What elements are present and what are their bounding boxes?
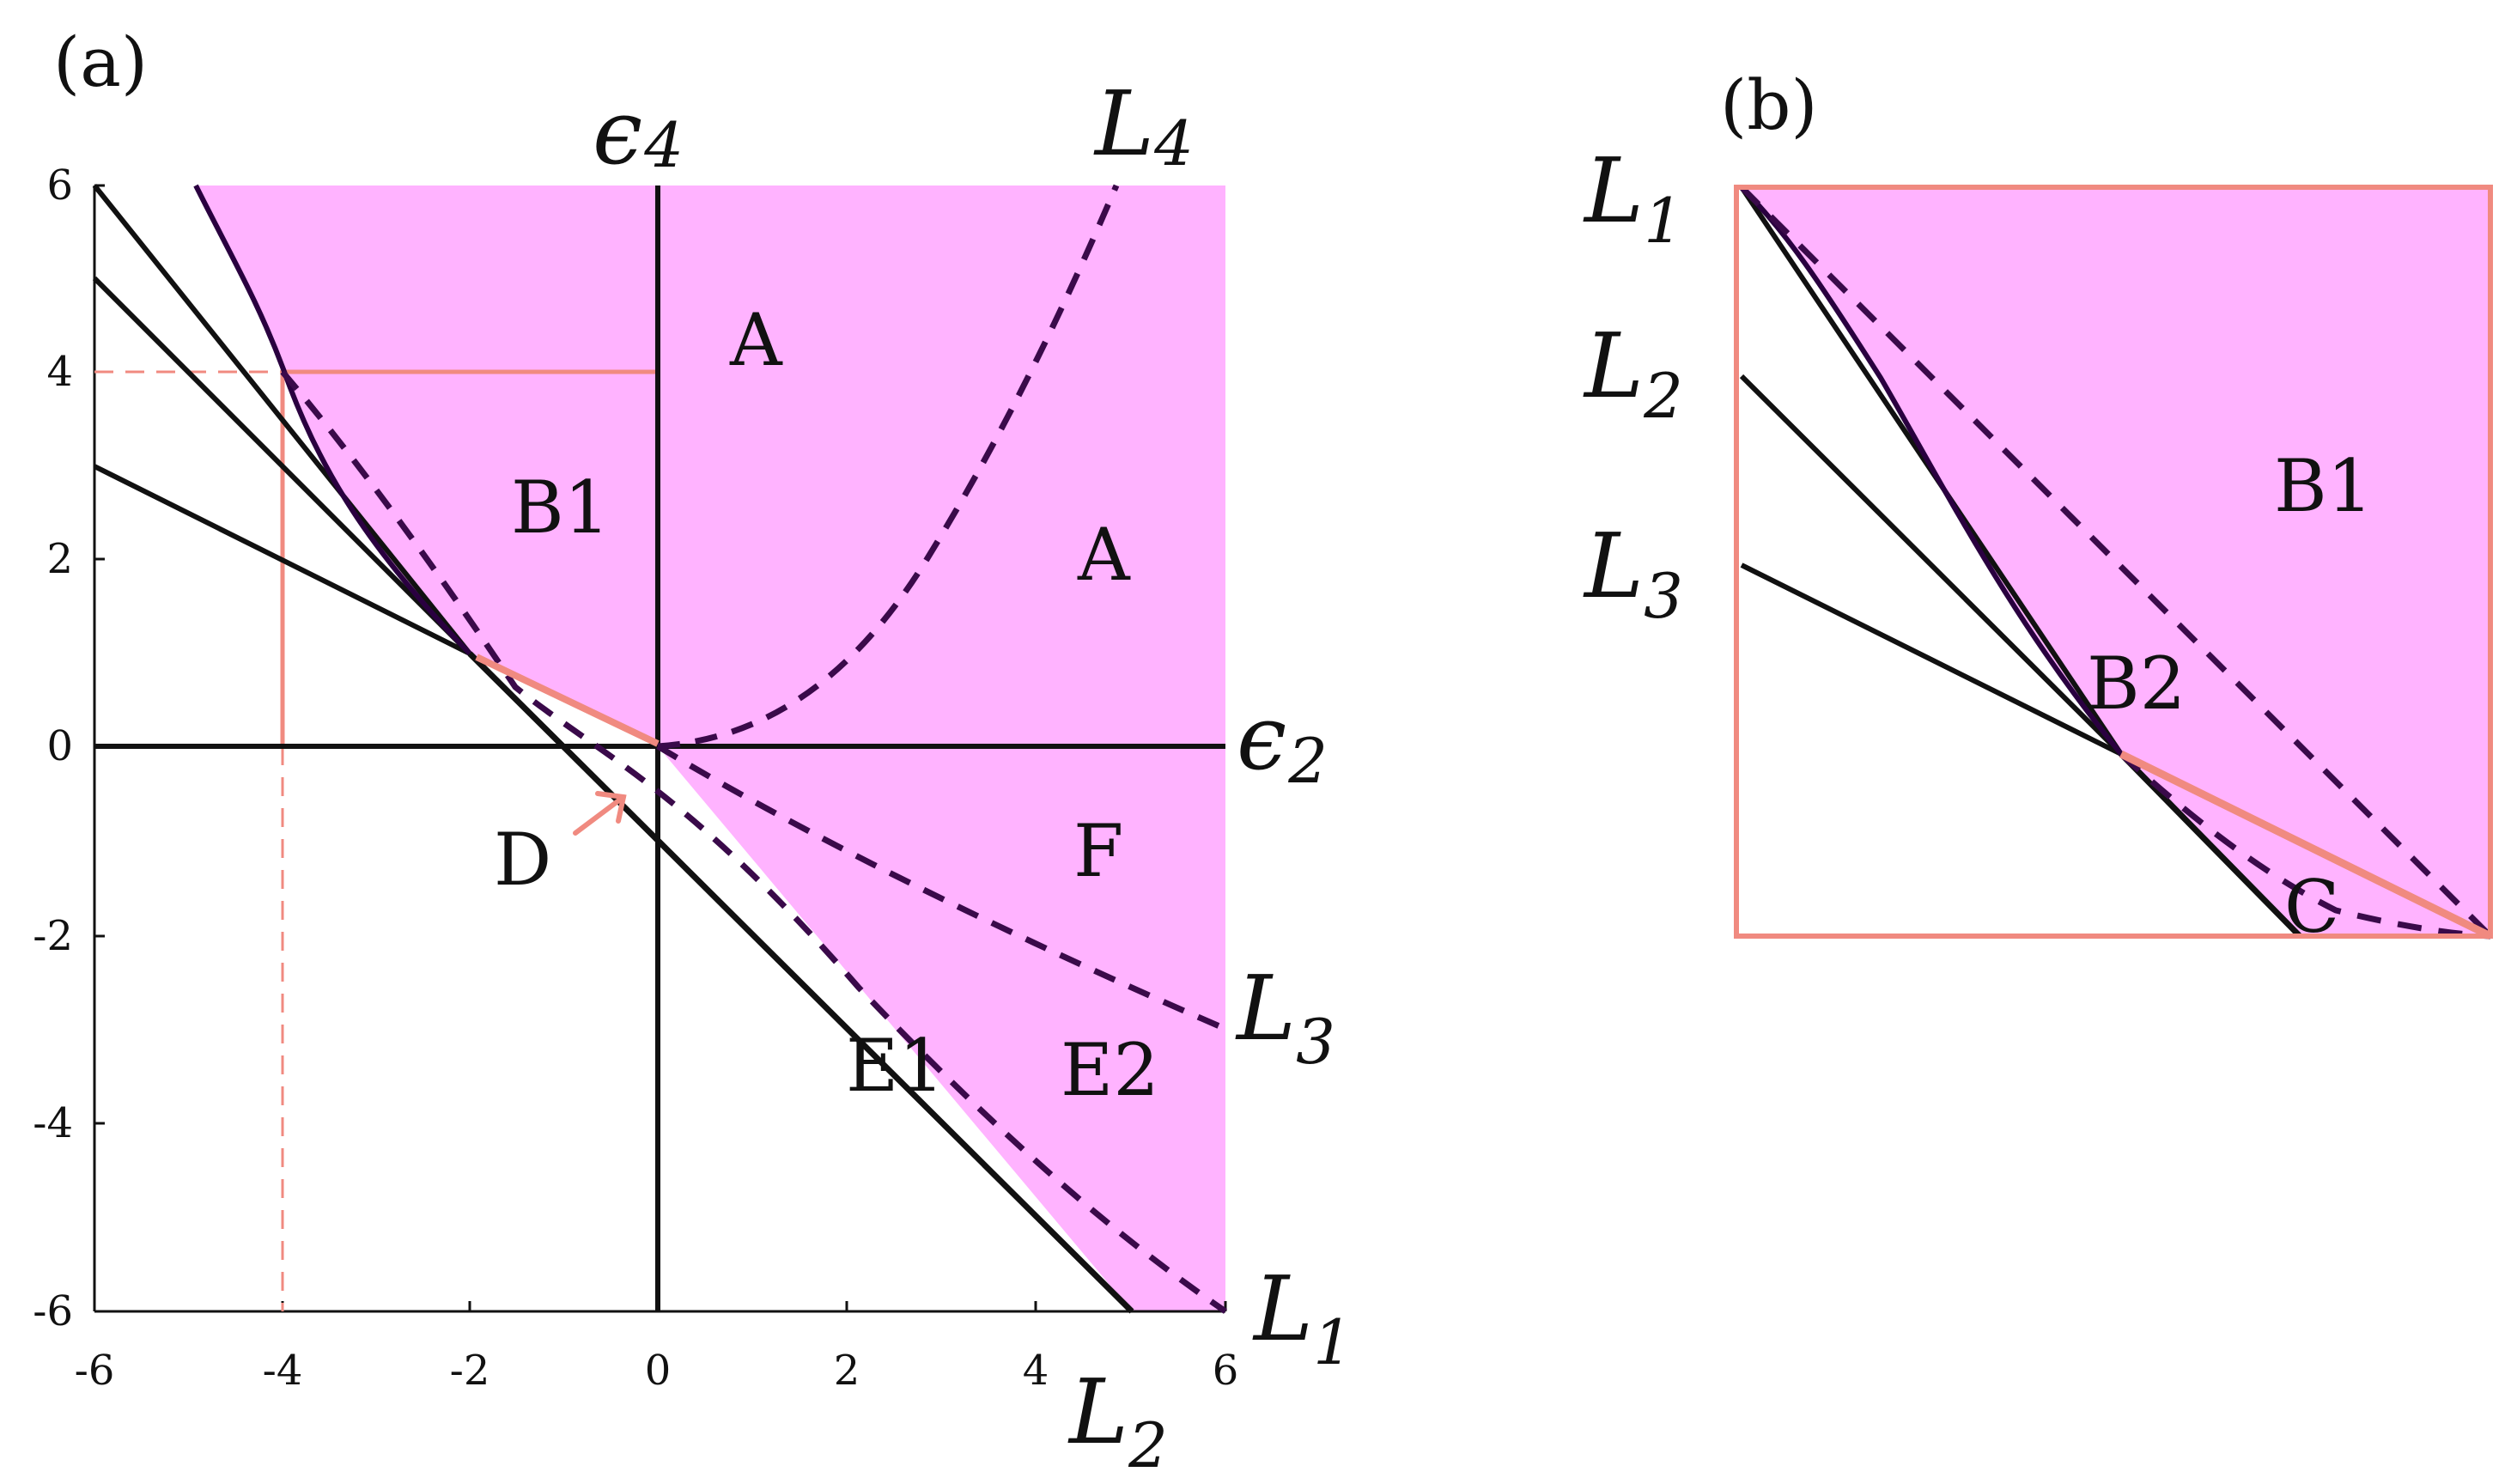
y-tick-labels: 6 4 2 0 -2 -4 -6 — [33, 161, 73, 1335]
epsilon4-label: ϵ4 — [593, 80, 684, 185]
y-tick-label: 2 — [46, 535, 73, 583]
panel-b-label-L1: L1 — [1583, 138, 1683, 257]
panel-b-label-L2: L2 — [1583, 313, 1683, 432]
x-tick-label: 6 — [1213, 1347, 1239, 1395]
label-L4: L4 — [1093, 71, 1194, 179]
boundary-curve — [193, 184, 472, 656]
line-L3-tangent — [93, 464, 471, 656]
region-E1: E1 — [846, 1024, 945, 1108]
panel-b-dashed-curve — [2119, 751, 2491, 940]
region-B1: B1 — [511, 465, 610, 550]
y-tick-label: -6 — [33, 1287, 73, 1335]
y-tick-label: 6 — [46, 161, 73, 210]
panel-b-line-L2 — [1739, 374, 2124, 757]
region-E2: E2 — [1061, 1028, 1159, 1112]
curve-L4-dashed — [657, 184, 1120, 750]
epsilon2-label: ϵ2 — [1237, 685, 1328, 797]
region-D: D — [494, 818, 551, 902]
x-tick-label: 2 — [834, 1347, 860, 1395]
panel-b-shaded-region — [1742, 187, 2490, 936]
line-L2-diagonal — [467, 651, 1134, 1314]
region-D-arrow — [573, 791, 627, 836]
panel-a: (a) -6 -4 -2 0 — [33, 22, 1353, 1481]
line-L1-tangent — [92, 184, 472, 655]
panel-a-label: (a) — [53, 22, 148, 102]
panel-b-region-B2: B2 — [2087, 642, 2186, 726]
x-tick-label: -2 — [450, 1347, 490, 1395]
label-L3: L3 — [1235, 956, 1335, 1078]
x-tick-label: 0 — [645, 1347, 672, 1395]
curve-L1-dashed — [280, 369, 1227, 1314]
panel-b-dashed-line — [1739, 185, 2493, 939]
y-tick-label: 4 — [46, 348, 73, 396]
y-tick-label: -4 — [33, 1099, 73, 1147]
panel-b-salmon-segment — [2119, 750, 2492, 940]
y-tick-label: -2 — [33, 912, 73, 960]
curve-L3-dashed — [656, 744, 1227, 1032]
panel-b-region-C: C — [2284, 865, 2339, 949]
x-tick-label: -6 — [75, 1347, 115, 1395]
region-A-upper: A — [729, 298, 783, 382]
x-tick-label: -4 — [263, 1347, 303, 1395]
panel-b-line-L3 — [1740, 563, 2123, 757]
region-F: F — [1073, 809, 1123, 893]
panel-b-label: (b) — [1720, 65, 1818, 145]
region-A-right: A — [1077, 513, 1131, 597]
panel-b-boundary-curve — [1739, 185, 2124, 756]
region-D-segment — [475, 654, 660, 747]
label-L2: L2 — [1067, 1359, 1168, 1481]
x-tick-labels: -6 -4 -2 0 2 4 6 — [75, 1347, 1239, 1395]
x-tick-label: 4 — [1023, 1347, 1049, 1395]
panel-b-frame — [1734, 185, 2493, 939]
panel-b-region-B1: B1 — [2274, 444, 2373, 528]
y-tick-label: 0 — [46, 722, 73, 770]
panel-b: (b) L1 L2 L3 B1 B2 C — [1583, 65, 2493, 949]
line-L2-tangent — [92, 276, 472, 656]
label-L1: L1 — [1252, 1256, 1353, 1378]
panel-b-label-L3: L3 — [1583, 514, 1683, 632]
